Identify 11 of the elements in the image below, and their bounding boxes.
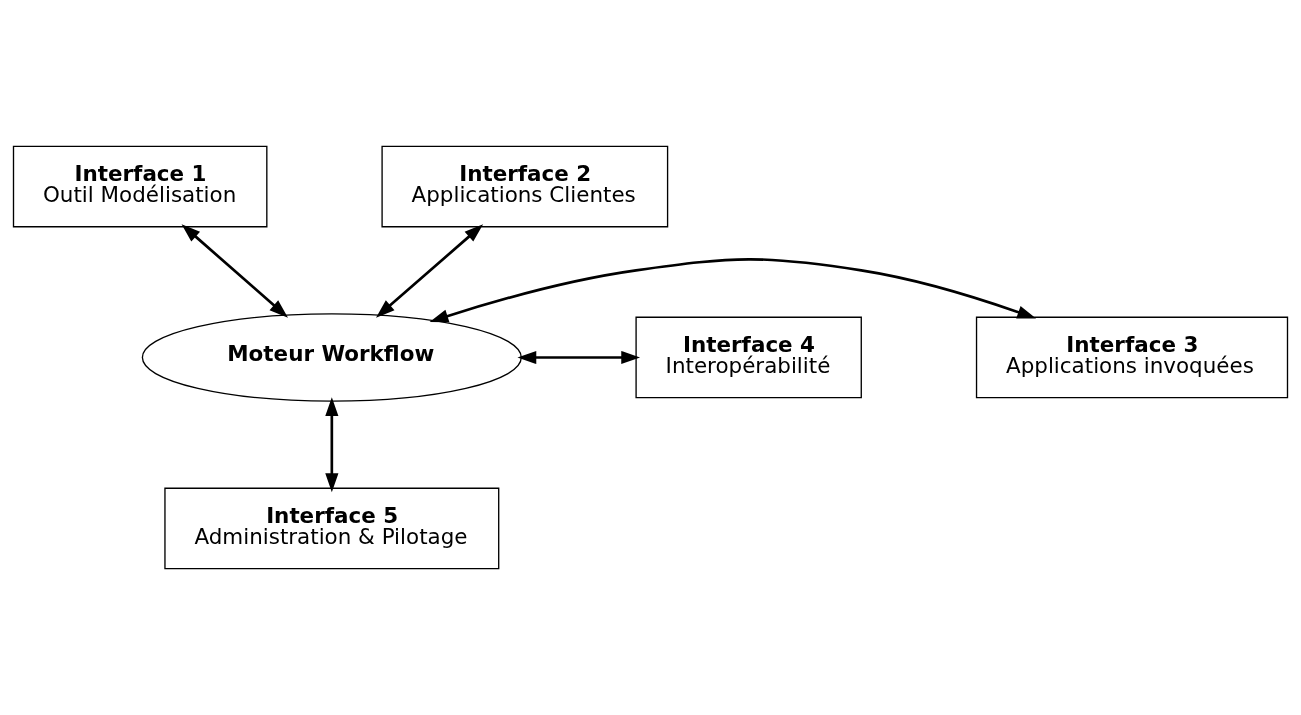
node-box: Interface 2 Applications Clientes <box>381 145 669 228</box>
node-box: Interface 3 Applications invoquées <box>975 316 1289 399</box>
node-box: Interface 4 Interopérabilité <box>635 316 862 399</box>
arrow <box>181 224 288 318</box>
arrow <box>376 224 484 318</box>
node-box: Interface 1 Outil Modélisation <box>12 145 268 228</box>
arrow <box>517 350 641 365</box>
node-ellipse: Moteur Workflow <box>141 313 522 402</box>
arrow <box>429 257 1037 323</box>
arrow <box>325 397 339 493</box>
node-box: Interface 5 Administration & Pilotage <box>164 487 500 570</box>
